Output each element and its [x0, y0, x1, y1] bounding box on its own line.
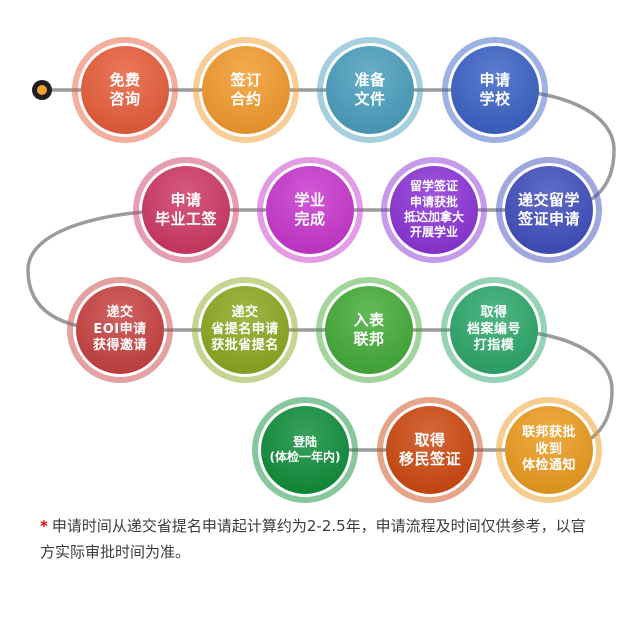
- flow-step-studies-complete: 学业 完成: [257, 157, 363, 263]
- step-label: 递交留学 签证申请: [517, 190, 580, 228]
- flow-step-apply-school: 申请 学校: [442, 37, 548, 143]
- flow-step-provincial-nomination: 递交 省提名申请 获批省提名: [192, 277, 298, 383]
- flow-step-sign-contract: 签订 合约: [193, 37, 299, 143]
- flow-step-prepare-docs: 准备 文件: [317, 37, 423, 143]
- step-label: 入表 联邦: [353, 310, 385, 348]
- footnote: *申请时间从递交省提名申请起计算约为2-2.5年，申请流程及时间仅供参考，以官方…: [40, 514, 596, 565]
- flow-step-submit-study-visa: 递交留学 签证申请: [496, 157, 602, 263]
- step-label: 递交 EOI申请 获得邀请: [92, 305, 147, 354]
- flow-step-eoi-invitation: 递交 EOI申请 获得邀请: [67, 277, 173, 383]
- step-label: 准备 文件: [354, 70, 386, 108]
- flow-step-landing: 登陆 (体检一年内): [252, 397, 358, 503]
- step-label: 取得 移民签证: [398, 430, 461, 468]
- flow-step-file-number-fingerprints: 取得 档案编号 打指模: [441, 277, 547, 383]
- footnote-asterisk: *: [40, 517, 48, 535]
- flow-step-immigrant-visa: 取得 移民签证: [377, 397, 483, 503]
- start-marker-center: [37, 85, 47, 95]
- flow-step-free-consult: 免费 咨询: [72, 37, 178, 143]
- flow-step-federal-approved-medical: 联邦获批 收到 体检通知: [496, 397, 602, 503]
- step-label: 学业 完成: [294, 190, 326, 228]
- step-label: 登陆 (体检一年内): [269, 434, 341, 464]
- step-label: 申请 毕业工签: [154, 190, 217, 228]
- footnote-text: 申请时间从递交省提名申请起计算约为2-2.5年，申请流程及时间仅供参考，以官方实…: [40, 517, 586, 561]
- flow-step-visa-approved-arrive: 留学签证 申请获批 抵达加拿大 开展学业: [381, 157, 487, 263]
- step-label: 签订 合约: [230, 70, 262, 108]
- step-label: 留学签证 申请获批 抵达加拿大 开展学业: [403, 179, 464, 240]
- flow-step-grad-work-permit: 申请 毕业工签: [133, 157, 239, 263]
- step-label: 申请 学校: [479, 70, 511, 108]
- step-label: 取得 档案编号 打指模: [466, 305, 521, 354]
- flow-step-federal-entry: 入表 联邦: [316, 277, 422, 383]
- step-label: 联邦获批 收到 体检通知: [521, 425, 576, 474]
- step-label: 递交 省提名申请 获批省提名: [211, 305, 279, 354]
- step-label: 免费 咨询: [109, 70, 141, 108]
